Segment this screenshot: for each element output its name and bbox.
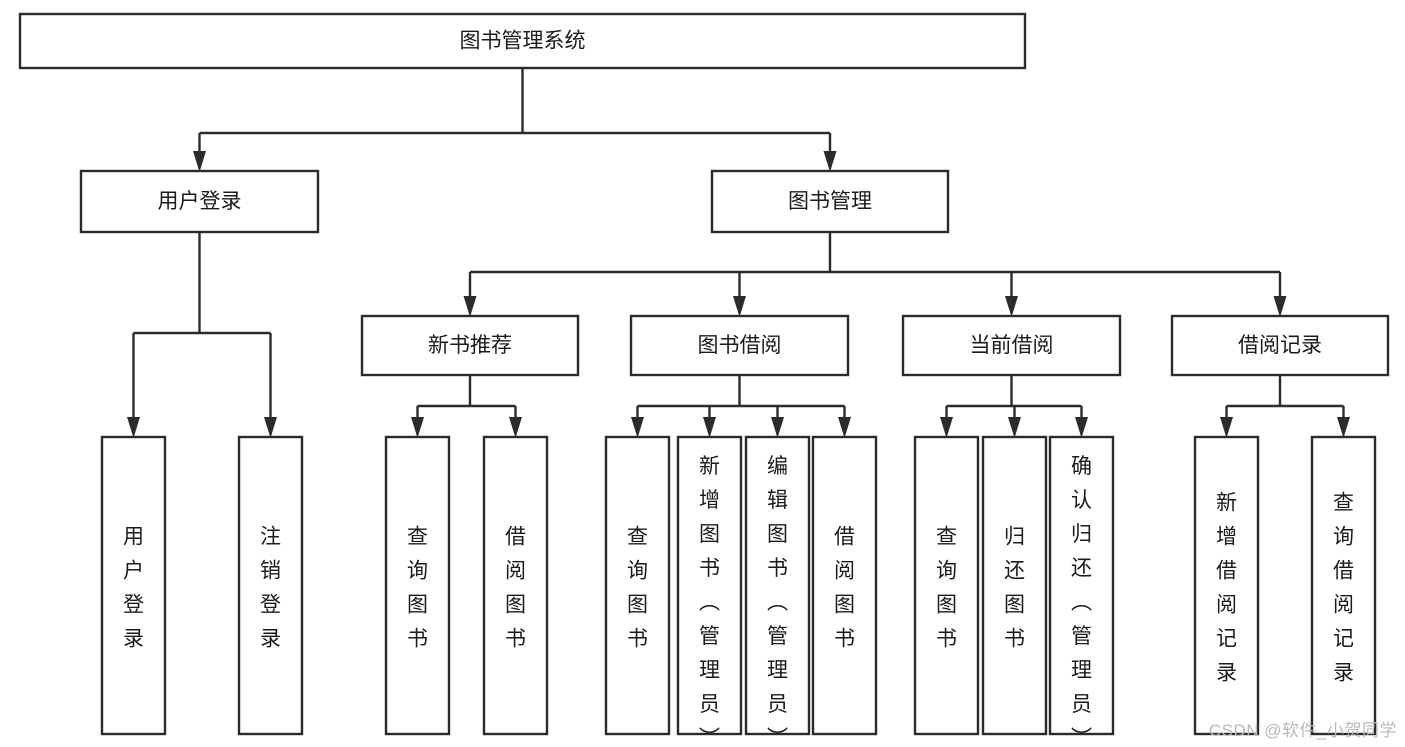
- node-box: [901, 314, 1122, 377]
- arrow-head-icon: [1008, 417, 1021, 438]
- node-leaf-user-logout[interactable]: 注销登录: [237, 435, 304, 736]
- csdn-watermark: CSDN @软件_小贺同学: [1208, 721, 1397, 740]
- node-book-manage[interactable]: 图书管理: [710, 169, 950, 234]
- node-leaf-query-book-recommend[interactable]: 查询图书: [384, 435, 451, 736]
- arrow-head-icon: [1005, 296, 1018, 317]
- arrow-head-icon: [193, 151, 206, 172]
- node-box: [710, 169, 950, 234]
- connector-group: [411, 375, 522, 438]
- node-box: [981, 435, 1048, 736]
- node-label: 查询借阅记录: [1333, 492, 1354, 685]
- node-box: [1170, 314, 1390, 377]
- node-box: [18, 12, 1027, 70]
- node-user-login[interactable]: 用户登录: [79, 169, 320, 234]
- node-box: [100, 435, 167, 736]
- node-box: [629, 314, 850, 377]
- arrow-head-icon: [838, 417, 851, 438]
- node-box: [384, 435, 451, 736]
- node-label: 查询图书: [627, 526, 648, 651]
- node-label: 归还图书: [1004, 526, 1025, 651]
- node-label: 借阅图书: [834, 526, 855, 651]
- node-leaf-edit-book[interactable]: 编辑图书︵管理员︶: [744, 435, 811, 747]
- node-box: [1193, 435, 1260, 736]
- node-box: [604, 435, 671, 736]
- node-box: [676, 435, 743, 736]
- node-leaf-user-login[interactable]: 用户登录: [100, 435, 167, 736]
- node-label: 图书管理系统: [460, 30, 586, 53]
- connector-group: [631, 375, 851, 438]
- node-leaf-query-book-borrow[interactable]: 查询图书: [604, 435, 671, 736]
- arrow-head-icon: [463, 296, 477, 317]
- arrow-head-icon: [1220, 417, 1233, 438]
- arrow-head-icon: [771, 417, 784, 438]
- arrow-head-icon: [703, 417, 716, 438]
- node-label: 新增图书︵管理员︶: [699, 455, 720, 747]
- connector-layer: [127, 68, 1350, 438]
- node-leaf-query-borrow-record[interactable]: 查询借阅记录: [1310, 435, 1377, 736]
- node-leaf-borrow-book[interactable]: 借阅图书: [811, 435, 878, 736]
- node-label: 当前借阅: [970, 334, 1054, 357]
- node-book-borrow[interactable]: 图书借阅: [629, 314, 850, 377]
- arrow-head-icon: [823, 151, 837, 172]
- node-leaf-confirm-return[interactable]: 确认归还︵管理员︶: [1048, 435, 1115, 747]
- arrow-head-icon: [1273, 296, 1287, 317]
- node-root[interactable]: 图书管理系统: [18, 12, 1027, 70]
- node-label: 借阅记录: [1238, 334, 1322, 357]
- node-label: 用户登录: [158, 190, 242, 213]
- node-box: [482, 435, 549, 736]
- node-layer: 图书管理系统用户登录图书管理新书推荐图书借阅当前借阅借阅记录用户登录注销登录查询…: [18, 12, 1390, 747]
- arrow-head-icon: [411, 417, 424, 438]
- node-leaf-add-borrow-record[interactable]: 新增借阅记录: [1193, 435, 1260, 736]
- node-borrow-record[interactable]: 借阅记录: [1170, 314, 1390, 377]
- node-leaf-borrow-book-recommend[interactable]: 借阅图书: [482, 435, 549, 736]
- node-label: 新书推荐: [428, 334, 512, 357]
- node-label: 借阅图书: [505, 526, 526, 651]
- node-box: [1310, 435, 1377, 736]
- node-label: 用户登录: [123, 526, 144, 651]
- connector-group: [940, 375, 1088, 438]
- arrow-head-icon: [1075, 417, 1088, 438]
- node-box: [744, 435, 811, 736]
- connector-group: [127, 232, 277, 438]
- arrow-head-icon: [733, 296, 746, 317]
- node-box: [360, 314, 580, 377]
- node-box: [237, 435, 304, 736]
- node-current-borrow[interactable]: 当前借阅: [901, 314, 1122, 377]
- arrow-head-icon: [264, 417, 277, 438]
- node-box: [1048, 435, 1115, 736]
- connector-group: [1220, 375, 1350, 438]
- node-label: 查询图书: [936, 526, 957, 651]
- node-leaf-add-book[interactable]: 新增图书︵管理员︶: [676, 435, 743, 747]
- node-label: 编辑图书︵管理员︶: [767, 455, 788, 747]
- connector-group: [463, 232, 1287, 317]
- node-label: 图书借阅: [698, 334, 782, 357]
- arrow-head-icon: [509, 417, 522, 438]
- arrow-head-icon: [940, 417, 953, 438]
- node-label: 确认归还︵管理员︶: [1071, 455, 1092, 747]
- node-box: [913, 435, 980, 736]
- arrow-head-icon: [1337, 417, 1350, 438]
- node-label: 新增借阅记录: [1216, 492, 1237, 685]
- node-leaf-query-book-current[interactable]: 查询图书: [913, 435, 980, 736]
- node-label: 注销登录: [260, 526, 281, 651]
- node-leaf-return-book[interactable]: 归还图书: [981, 435, 1048, 736]
- node-box: [79, 169, 320, 234]
- node-label: 图书管理: [788, 190, 872, 213]
- arrow-head-icon: [631, 417, 644, 438]
- node-label: 查询图书: [407, 526, 428, 651]
- node-box: [811, 435, 878, 736]
- node-new-book-recommend[interactable]: 新书推荐: [360, 314, 580, 377]
- arrow-head-icon: [127, 417, 140, 438]
- connector-group: [193, 68, 837, 172]
